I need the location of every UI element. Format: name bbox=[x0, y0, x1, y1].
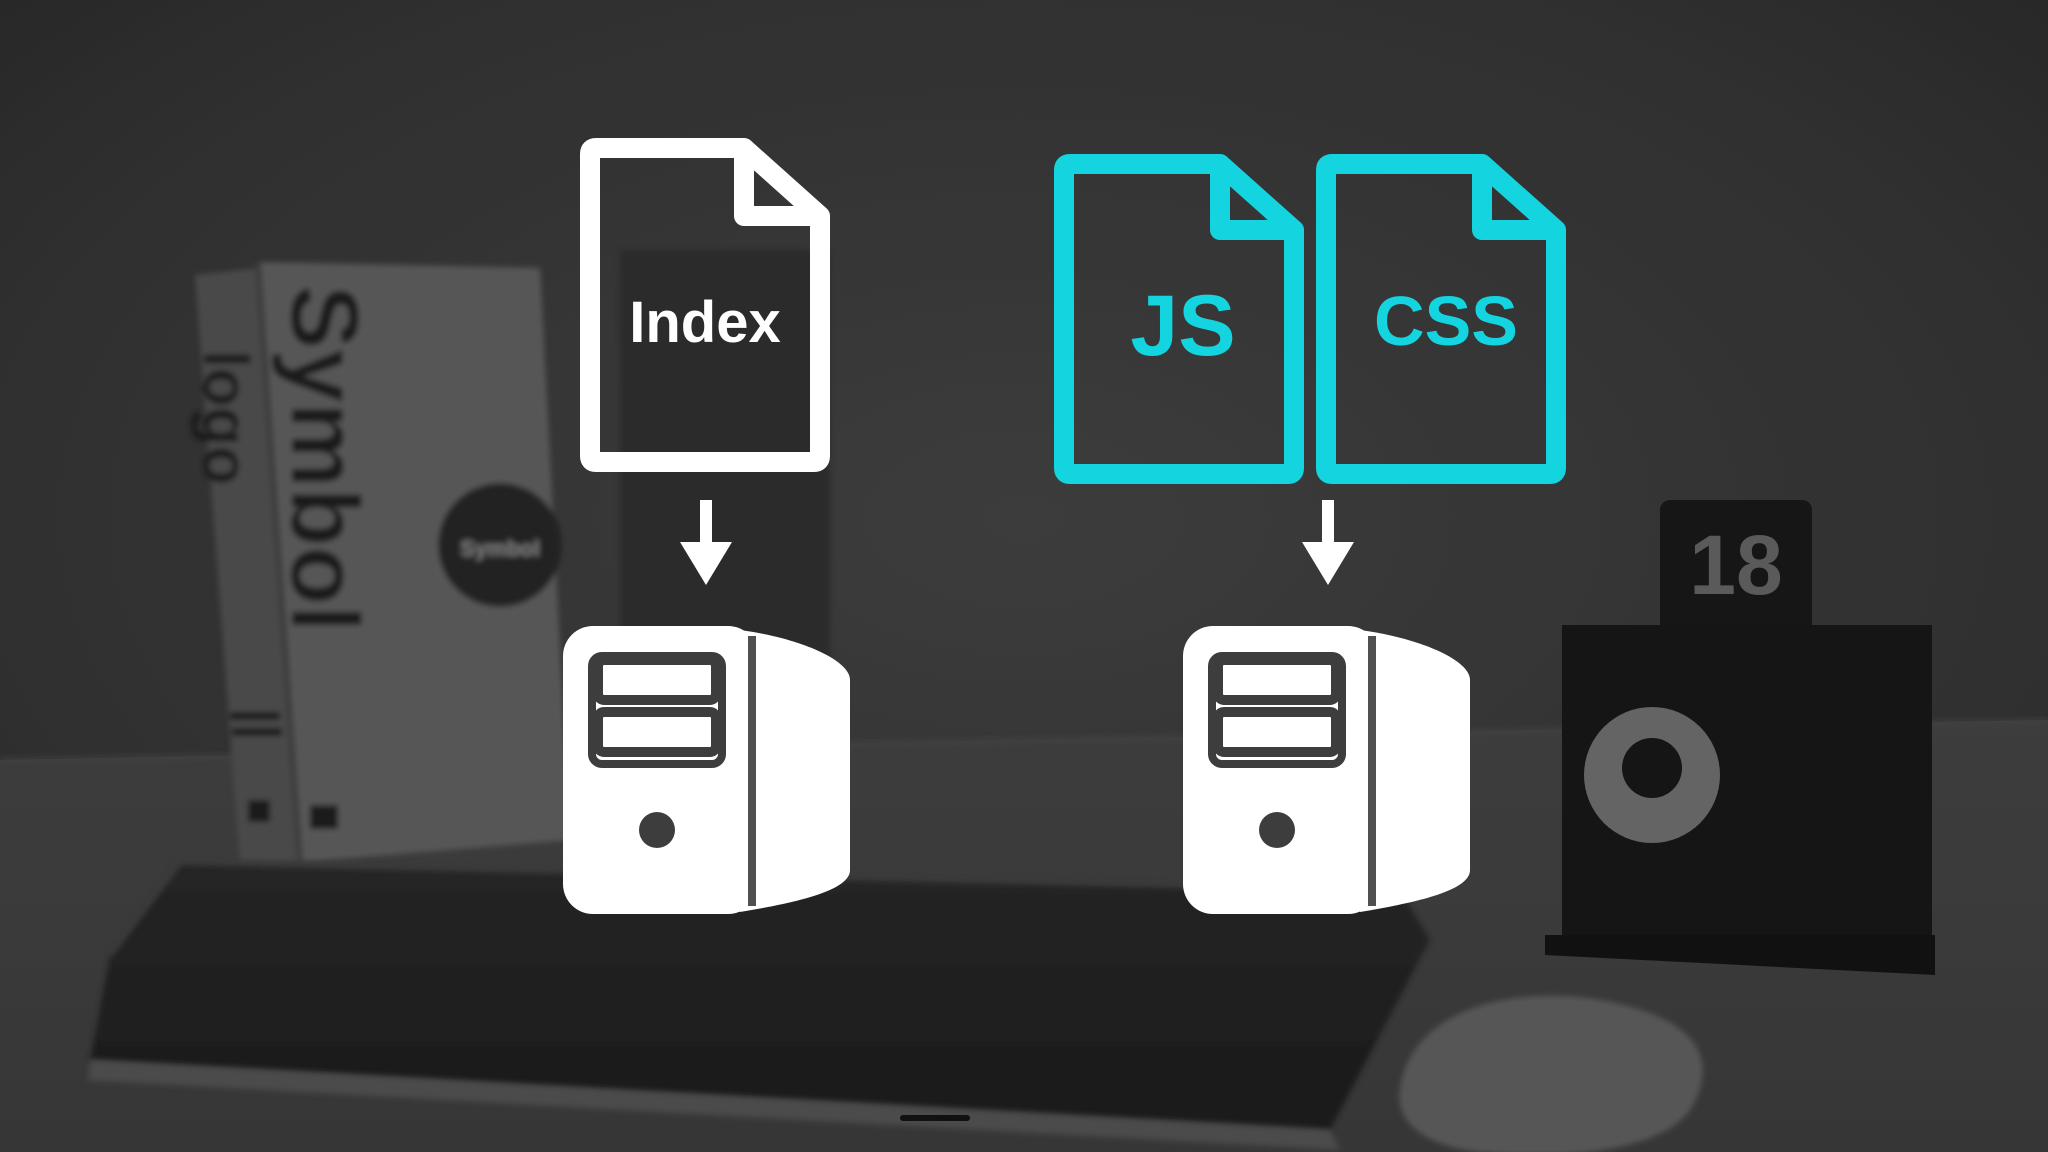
arrow-down-icon-right bbox=[1302, 500, 1354, 585]
calendar-tab bbox=[1660, 500, 1812, 650]
publisher-mark-2 bbox=[310, 805, 338, 829]
sticker-text: Symbol bbox=[460, 536, 539, 561]
calendar-stand: 18 bbox=[1545, 500, 1935, 975]
book-spine-text: Symbol bbox=[271, 285, 378, 632]
calendar-logo-center bbox=[1622, 738, 1682, 798]
book-spine-text-2: logo bbox=[190, 350, 262, 485]
round-sticker bbox=[438, 483, 562, 607]
css-file-label: CSS bbox=[1374, 282, 1518, 360]
books: Symbol logo Symbol bbox=[190, 261, 570, 863]
css-file-icon: CSS bbox=[1316, 154, 1566, 484]
calendar-base bbox=[1545, 935, 1935, 975]
js-file-label: JS bbox=[1130, 278, 1235, 374]
laptop-lid bbox=[90, 862, 1430, 1130]
js-file-icon: JS bbox=[1054, 154, 1304, 484]
arrow-down-icon bbox=[680, 500, 732, 585]
laptop-port bbox=[900, 1115, 970, 1121]
laptop-edge bbox=[88, 1060, 1340, 1150]
index-file-icon: Index bbox=[580, 138, 830, 472]
server-tower-icon bbox=[563, 626, 850, 914]
publisher-mark bbox=[248, 800, 270, 822]
book-front bbox=[258, 262, 570, 862]
index-file-label: Index bbox=[629, 290, 781, 355]
calendar-number: 18 bbox=[1689, 518, 1782, 612]
server-tower-icon-right bbox=[1183, 626, 1470, 914]
laptop bbox=[88, 859, 1430, 1150]
mouse bbox=[1399, 995, 1703, 1152]
